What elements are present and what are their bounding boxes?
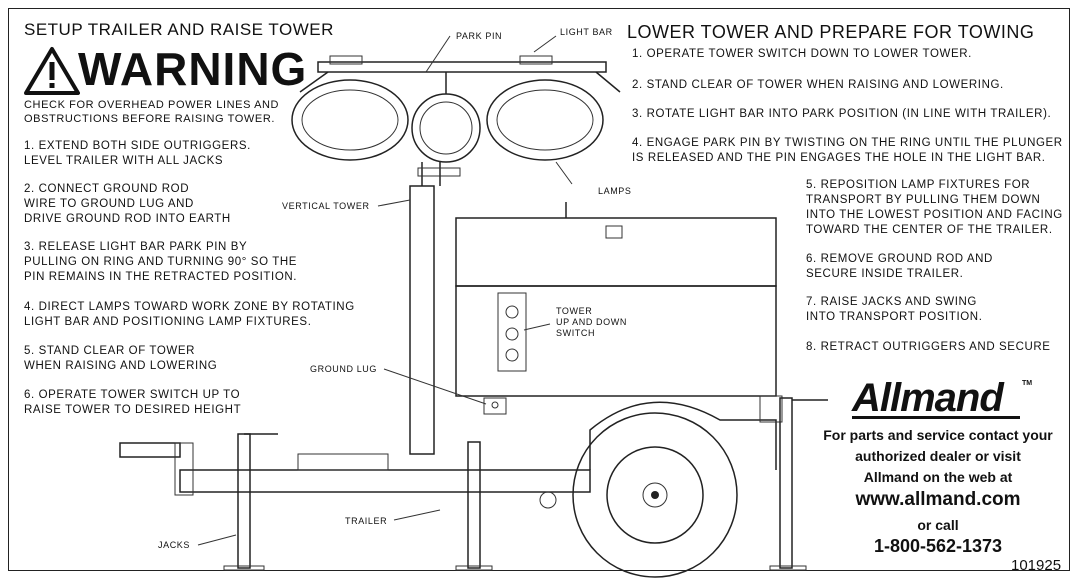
phone-number: 1-800-562-1373	[873, 536, 1003, 556]
trailer-label: TRAILER	[345, 516, 388, 526]
part-number: 101925	[1011, 557, 1062, 574]
callout-leader-lines	[197, 35, 573, 546]
trailer-frame-drawing	[119, 395, 783, 509]
lamps-label: LAMPS	[598, 186, 632, 196]
jacks-drawing	[223, 397, 828, 571]
setup-step-4: 4. DIRECT LAMPS TOWARD WORK ZONE BY ROTA…	[24, 301, 355, 328]
ground-lug-drawing	[483, 397, 507, 415]
lower-step-4: 4. ENGAGE PARK PIN BY TWISTING ON THE RI…	[632, 137, 1063, 164]
vertical-tower-label: VERTICAL TOWER	[282, 201, 370, 211]
warning-banner: WARNING	[24, 43, 324, 96]
vertical-tower-drawing	[409, 162, 461, 455]
lower-step-8: 8. RETRACT OUTRIGGERS AND SECURE	[806, 341, 1051, 353]
caution-text: CHECK FOR OVERHEAD POWER LINES AND OBSTR…	[24, 99, 280, 125]
decal-border	[8, 8, 1070, 571]
light-bar-label: LIGHT BAR	[560, 27, 613, 37]
park-pin-label: PARK PIN	[456, 31, 503, 41]
warning-heading: WARNING	[78, 43, 308, 95]
light-bar-drawing	[299, 55, 621, 93]
contact-text: For parts and service contact your autho…	[823, 427, 1053, 485]
generator-housing-drawing	[455, 202, 777, 397]
warning-triangle-icon	[24, 47, 80, 95]
allmand-logo: Allmand TM	[852, 376, 1033, 420]
lower-step-2: 2. STAND CLEAR OF TOWER WHEN RAISING AND…	[632, 79, 1004, 91]
wheel-drawing	[572, 412, 738, 578]
setup-step-1: 1. EXTEND BOTH SIDE OUTRIGGERS.LEVEL TRA…	[24, 140, 251, 167]
lower-step-3: 3. ROTATE LIGHT BAR INTO PARK POSITION (…	[632, 108, 1052, 120]
jacks-label: JACKS	[158, 540, 191, 550]
lower-title: LOWER TOWER AND PREPARE FOR TOWING	[627, 22, 1035, 42]
setup-title: SETUP TRAILER AND RAISE TOWER	[24, 20, 334, 39]
or-call-text: or call	[917, 517, 959, 533]
ground-lug-label: GROUND LUG	[310, 364, 378, 374]
website: www.allmand.com	[855, 489, 1021, 510]
lamp-fixtures-drawing	[291, 72, 604, 163]
lower-step-1: 1. OPERATE TOWER SWITCH DOWN TO LOWER TO…	[632, 48, 972, 60]
tower-switch-label: TOWER UP AND DOWN SWITCH	[556, 306, 627, 338]
